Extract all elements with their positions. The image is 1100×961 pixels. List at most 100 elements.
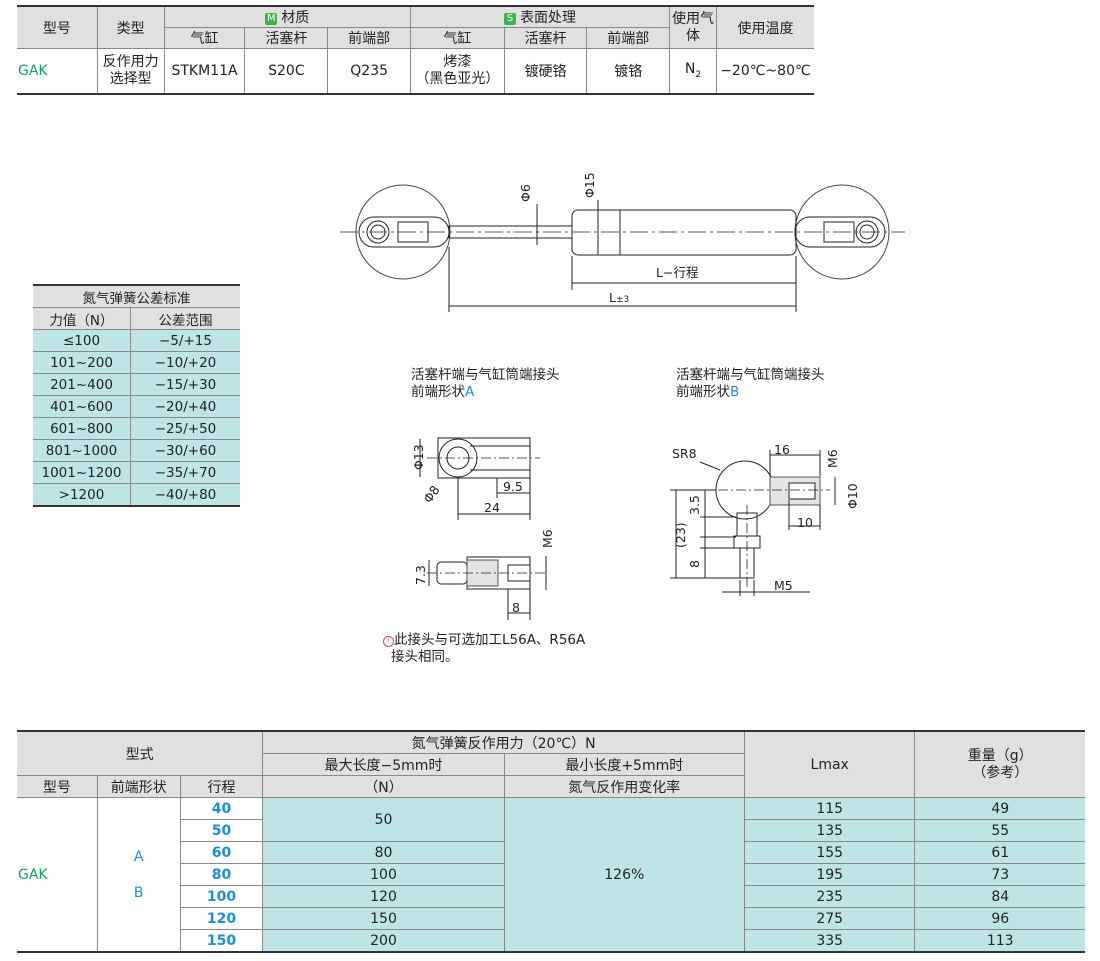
header-form: 型式	[17, 730, 264, 776]
stroke-cell: 40	[179, 797, 264, 820]
force-cell: 50	[262, 797, 505, 842]
assembly-view	[340, 184, 905, 312]
stroke-cell: 100	[180, 885, 264, 908]
sub-rod-surface: 活塞杆	[503, 27, 588, 49]
dim-d15: Φ15	[582, 172, 597, 198]
weight-cell: 96	[914, 907, 1085, 930]
header-model: 型号	[17, 775, 98, 798]
main-table: 型式 氮气弹簧反作用力（20℃）N Lmax 重量（g）（参考） 最大长度−5m…	[17, 730, 1085, 953]
stroke-cell: 60	[180, 841, 264, 864]
material-badge-icon: M	[265, 13, 278, 25]
lmax-cell: 195	[743, 863, 916, 886]
dim-a-d13: Φ13	[411, 444, 426, 470]
model-cell: GAK	[17, 48, 98, 94]
front-b: B	[133, 884, 144, 901]
tolerance-range-cell: −40/+80	[130, 483, 240, 507]
dim-b-m6: M6	[825, 449, 840, 468]
force-cell: 150	[262, 907, 505, 930]
tolerance-force-cell: ≤100	[33, 329, 131, 352]
tolerance-row: 401~600−20/+40	[33, 395, 240, 418]
caption-b: 活塞杆端与气缸筒端接头 前端形状B	[676, 367, 825, 400]
dim-b-m5: M5	[774, 578, 793, 593]
surf-front-cell: 镀铬	[586, 48, 671, 94]
header-model: 型号	[17, 5, 98, 49]
sub-front-surface: 前端部	[586, 27, 670, 49]
dim-a-m6: M6	[540, 529, 555, 548]
dim-a-24: 24	[484, 500, 500, 515]
surface-badge-icon: S	[504, 13, 517, 25]
sub-cylinder-surface: 气缸	[410, 27, 505, 49]
weight-cell: 61	[914, 841, 1085, 864]
dim-a-73: 7.3	[413, 565, 428, 585]
dim-b-16: 16	[774, 442, 790, 457]
detail-b-view	[670, 450, 836, 596]
header-gas: 使用气体	[669, 5, 717, 49]
header-max-length: 最大长度−5mm时	[262, 753, 505, 776]
mat-cylinder-cell: STKM11A	[163, 48, 246, 94]
lmax-cell: 155	[743, 841, 916, 864]
header-stroke: 行程	[179, 775, 264, 798]
note: !此接头与可选加工L56A、R56A 接头相同。	[383, 632, 585, 666]
header-type: 类型	[96, 5, 165, 49]
tolerance-range-cell: −35/+70	[130, 461, 240, 484]
weight-cell: 84	[914, 885, 1085, 908]
header-force: 氮气弹簧反作用力（20℃）N	[262, 730, 745, 754]
detail-a-view	[419, 437, 547, 620]
surf-rod-cell: 镀硬铬	[503, 48, 588, 94]
dim-d6: Φ6	[518, 184, 533, 202]
header-front: 前端形状	[96, 775, 181, 798]
tolerance-row: 1001~1200−35/+70	[33, 461, 240, 484]
header-lmax: Lmax	[743, 730, 916, 798]
dim-a-d8: Φ8	[420, 483, 443, 506]
model-cell: GAK	[17, 797, 98, 953]
rate-cell: 126%	[503, 797, 745, 953]
weight-cell: 113	[914, 929, 1085, 953]
note-icon: !	[383, 636, 394, 647]
dim-b-8: 8	[687, 560, 702, 568]
header-rate: 氮气反作用变化率	[503, 775, 745, 798]
temp-cell: −20℃~80℃	[715, 48, 814, 94]
lmax-cell: 135	[743, 819, 916, 842]
tolerance-range-cell: −10/+20	[130, 351, 240, 374]
dim-b-10: 10	[797, 515, 813, 530]
type-cell: 反作用力选择型	[96, 48, 165, 94]
dim-b-d10: Φ10	[845, 483, 860, 509]
tolerance-row: >1200−40/+80	[33, 483, 240, 507]
front-a: A	[133, 848, 144, 865]
header-weight: 重量（g）（参考）	[914, 730, 1085, 798]
tolerance-force-cell: 401~600	[33, 395, 131, 418]
weight-cell: 55	[914, 819, 1085, 842]
tolerance-force-cell: 1001~1200	[33, 461, 131, 484]
dim-a-8: 8	[512, 600, 520, 615]
gas-spring-drawing: Φ6 Φ15 L−行程 L±3 Φ13 Φ8 9.5 24 M6 7.3 8	[340, 172, 905, 620]
mat-front-cell: Q235	[327, 48, 412, 94]
lmax-cell: 275	[743, 907, 916, 930]
tolerance-title: 氮气弹簧公差标准	[33, 284, 240, 308]
stroke-cell: 120	[180, 907, 264, 930]
dim-a-95: 9.5	[503, 479, 523, 494]
stroke-cell: 150	[180, 929, 264, 953]
tolerance-row: 801~1000−30/+60	[33, 439, 240, 462]
tolerance-col-force: 力值（N）	[33, 307, 131, 330]
stroke-cell: 50	[180, 819, 264, 842]
tolerance-row: ≤100−5/+15	[33, 329, 240, 352]
force-cell: 80	[262, 841, 505, 864]
lmax-cell: 115	[743, 797, 916, 820]
lmax-cell: 335	[743, 929, 916, 953]
mat-rod-cell: S20C	[244, 48, 329, 94]
surf-cylinder-cell: 烤漆（黑色亚光）	[410, 48, 505, 94]
tolerance-row: 101~200−10/+20	[33, 351, 240, 374]
force-cell: 120	[262, 885, 505, 908]
lmax-cell: 235	[743, 885, 916, 908]
stroke-cell: 80	[180, 863, 264, 886]
dim-l-stroke: L−行程	[656, 265, 699, 280]
tolerance-col-range: 公差范围	[130, 307, 240, 330]
force-cell: 100	[262, 863, 505, 886]
header-n: （N）	[262, 775, 505, 798]
